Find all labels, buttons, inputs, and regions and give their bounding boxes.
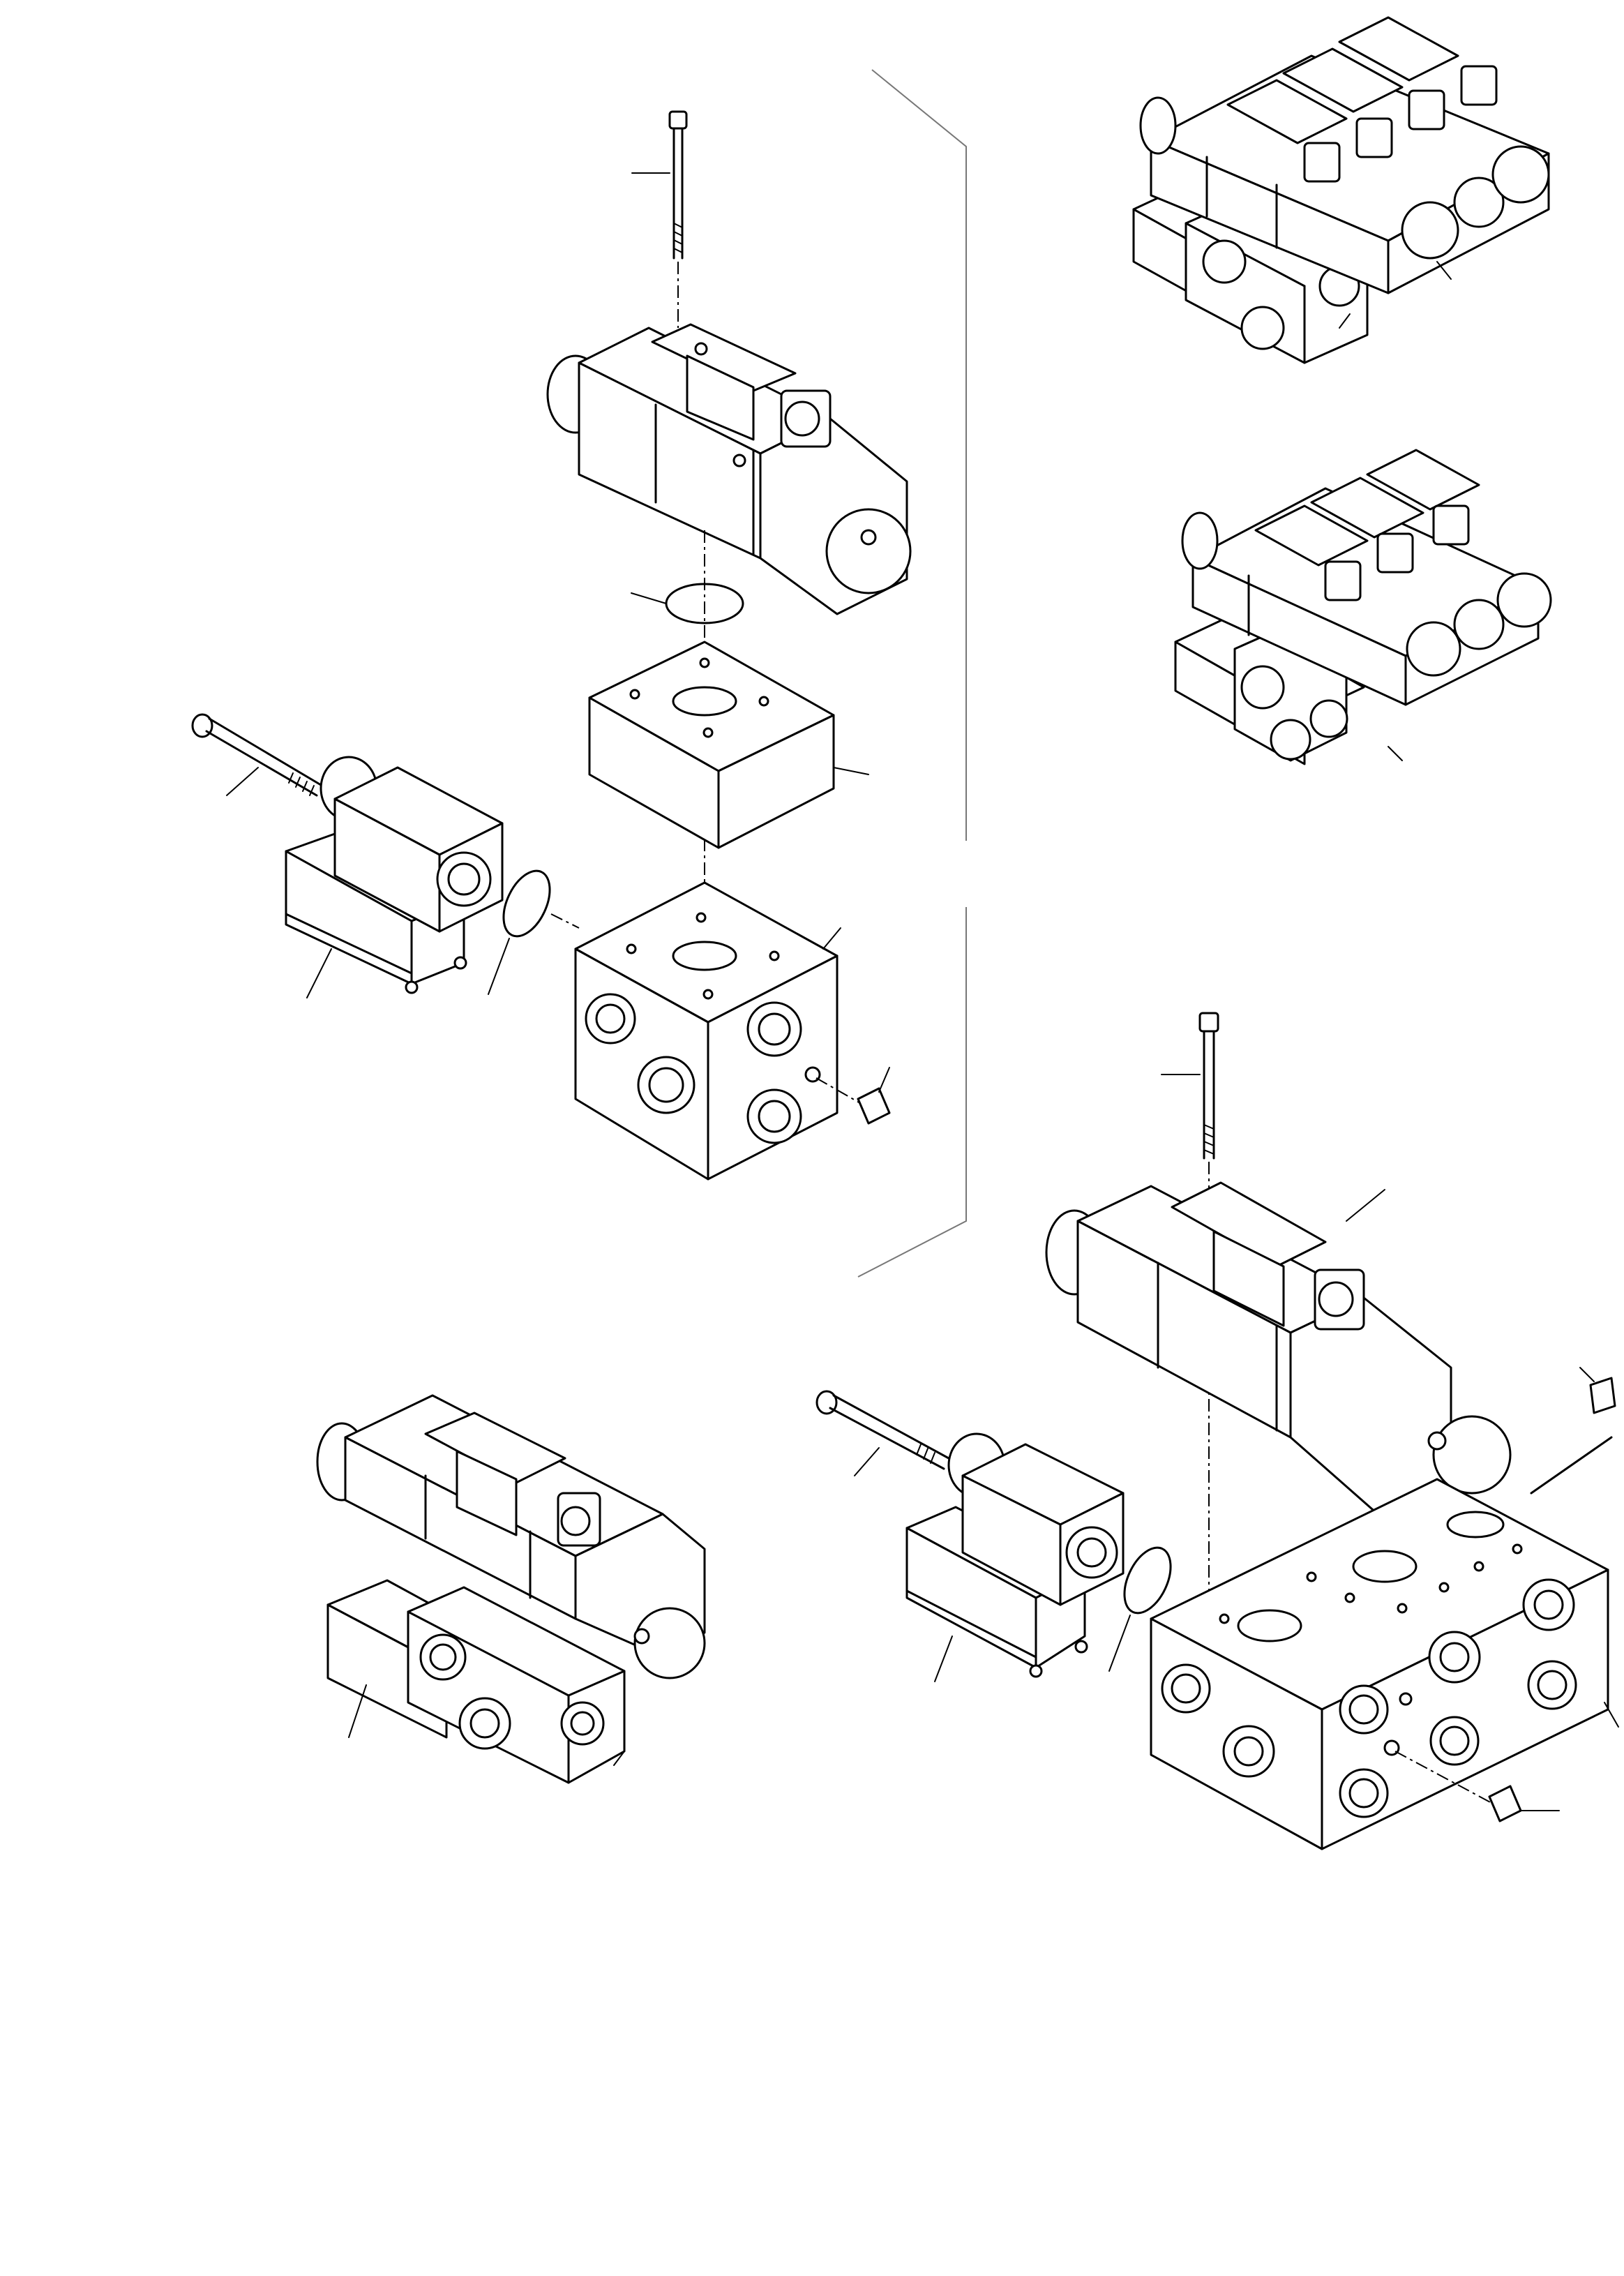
plug-top [815, 1067, 891, 1125]
manifold-block-top [574, 881, 841, 1181]
cap-screw-top [631, 110, 688, 260]
o-ring-top [631, 583, 744, 624]
plug-right [1530, 1367, 1616, 1495]
screw-left [191, 713, 322, 797]
screw-bottom-left [815, 1390, 950, 1476]
pilot-valve-bottom [905, 1432, 1125, 1682]
valve-bank-assembly-4 [1132, 16, 1550, 364]
solenoid-valve-bottom [1045, 1181, 1512, 1515]
cap-screw-bottom [1161, 1012, 1219, 1160]
manifold-block-large [1150, 1478, 1619, 1850]
spacer-plate [588, 641, 869, 849]
o-ring-bottom [1108, 1546, 1172, 1672]
valve-bank-assembly-3 [1174, 449, 1552, 765]
solenoid-valve-top [546, 323, 912, 615]
pilot-valve-left [285, 756, 504, 998]
o-ring-left [488, 869, 580, 995]
plug-bottom [1394, 1751, 1560, 1822]
frame-divider [857, 69, 967, 1278]
valve-assembly-single [316, 1394, 706, 1784]
